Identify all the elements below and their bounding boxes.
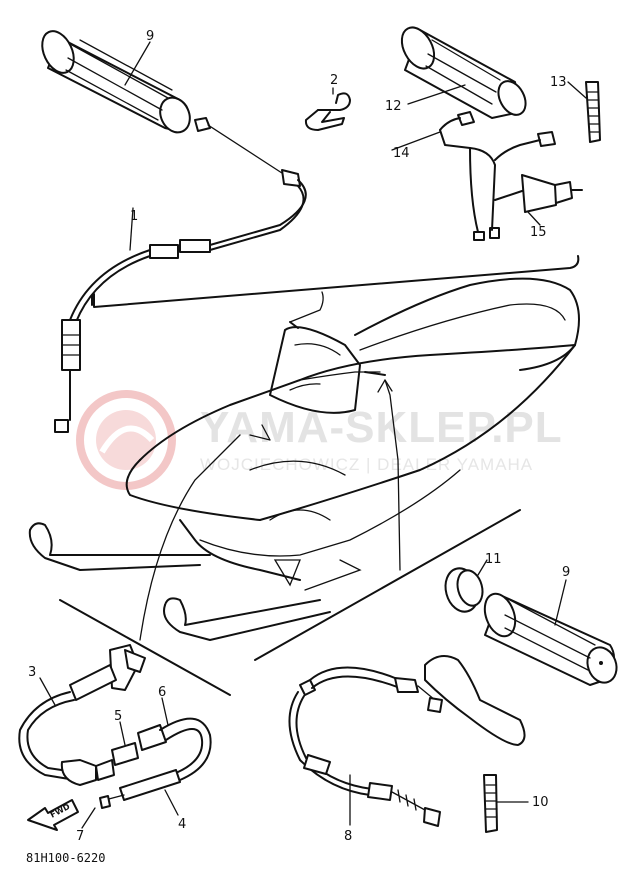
callout-13: 13 (550, 75, 567, 90)
band-upper (567, 81, 601, 143)
callout-4: 4 (178, 817, 186, 832)
callout-1: 1 (130, 209, 138, 224)
snowmobile-body (28, 277, 580, 641)
watermark: YAMA-SKLEP.PL WOJCIECHOWICZ | DEALER YAM… (76, 390, 563, 490)
band-lower (483, 774, 529, 833)
brake-cable (288, 666, 443, 827)
callout-14: 14 (393, 146, 410, 161)
callout-8: 8 (344, 829, 352, 844)
wiring-switch (391, 111, 583, 241)
callout-2: 2 (330, 73, 338, 88)
brake-lever (424, 655, 526, 746)
watermark-brand: YAMA-SKLEP.PL (200, 403, 563, 452)
fwd-arrow-icon: FWD (27, 799, 79, 831)
callout-9-upper: 9 (146, 29, 154, 44)
clip (304, 87, 351, 131)
watermark-dealer: WOJCIECHOWICZ | DEALER YAMAHA (200, 455, 533, 474)
callout-3: 3 (28, 665, 36, 680)
throttle-cable (54, 117, 307, 433)
grip-right-upper (400, 26, 527, 119)
choke-assembly (18, 644, 212, 829)
section-dividers (59, 255, 580, 696)
callout-5: 5 (114, 709, 122, 724)
diagram-code: 81H100-6220 (26, 851, 105, 865)
callout-12: 12 (385, 99, 402, 114)
callout-11: 11 (485, 552, 502, 567)
callout-6: 6 (158, 685, 166, 700)
watermark-logo-icon (76, 390, 176, 490)
grip-right-lower (483, 579, 618, 686)
callout-9-lower: 9 (562, 565, 570, 580)
callout-10: 10 (532, 795, 549, 810)
callouts: 9 2 12 13 14 15 1 11 9 3 6 5 4 7 8 10 (28, 29, 570, 844)
ring (444, 559, 488, 613)
callout-7: 7 (76, 829, 84, 844)
grip-left-upper (41, 30, 191, 134)
callout-15: 15 (530, 225, 547, 240)
